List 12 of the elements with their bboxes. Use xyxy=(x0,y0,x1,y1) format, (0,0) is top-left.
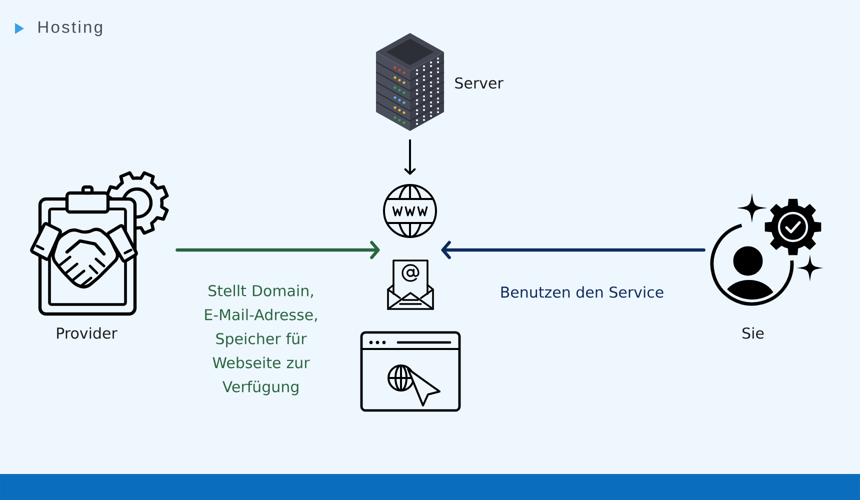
arrow xyxy=(441,240,706,260)
icon-label: Provider xyxy=(57,327,118,339)
title: Hosting xyxy=(38,20,102,36)
browser-icon xyxy=(360,331,461,412)
email-icon xyxy=(387,260,434,310)
arrow xyxy=(404,139,416,175)
icon-label: Sie xyxy=(742,327,764,339)
edge-label: Stellt Domain, E-Mail-Adresse, Speicher für Webseite zur Verfügung xyxy=(190,284,332,396)
edge-label: Benutzen den Service xyxy=(498,285,666,299)
globe-icon xyxy=(383,184,437,238)
arrow xyxy=(176,240,380,260)
icon-label: Server xyxy=(455,77,504,89)
